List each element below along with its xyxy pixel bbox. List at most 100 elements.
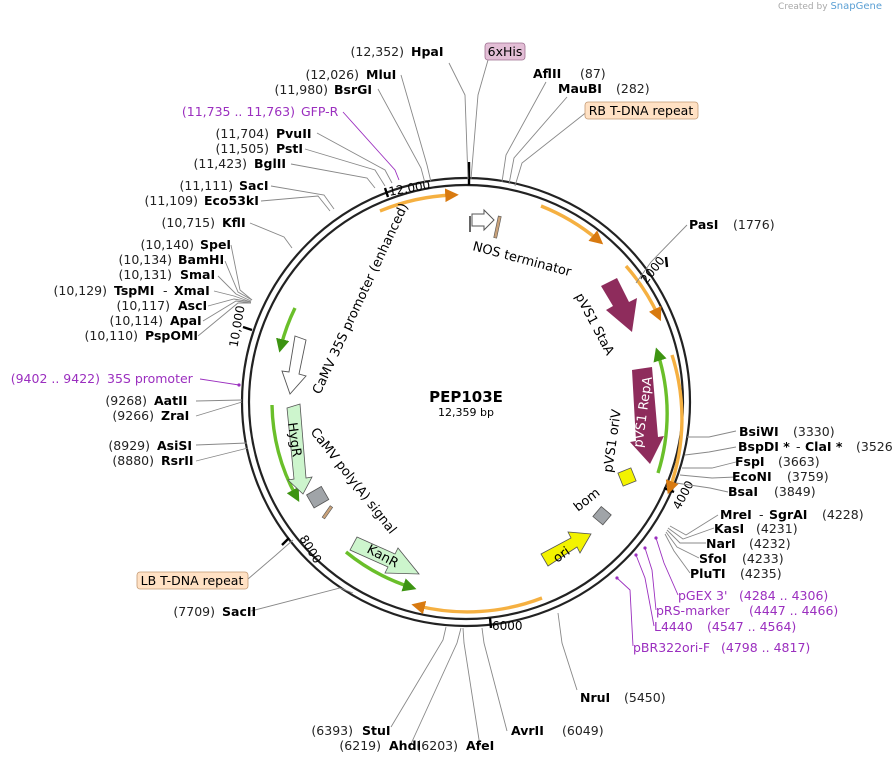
bsai-name: BsaI xyxy=(728,484,758,499)
lb-tdna-box xyxy=(136,571,249,590)
plasmid-size: 12,359 bp xyxy=(438,406,494,419)
nos-marker xyxy=(493,215,502,239)
mlui-name: MluI xyxy=(366,67,396,82)
leader-pgex xyxy=(655,537,679,596)
kanr-arrow xyxy=(349,536,420,575)
leader-nrui xyxy=(557,612,578,691)
leader-asci xyxy=(207,298,252,307)
lb-tdna-label: LB T-DNA repeat xyxy=(141,573,244,588)
bspdi-name: BspDI * xyxy=(738,439,790,454)
6xhis-label: 6xHis xyxy=(488,44,523,59)
leader-mrei xyxy=(669,514,719,536)
orf-arc-bottom-green xyxy=(344,550,417,592)
leader-spei xyxy=(230,244,253,301)
tick-12000 xyxy=(383,187,390,198)
tick-label-2000: 2000 xyxy=(638,254,668,287)
leader-gfpr xyxy=(342,111,400,181)
bsai-pos: (3849) xyxy=(774,484,816,499)
primer-dot-l4440 xyxy=(634,553,638,557)
mrei-sep: - xyxy=(759,507,764,522)
tick-6000 xyxy=(488,617,493,629)
pasi-name: PasI xyxy=(689,217,718,232)
kfli-name: KflI xyxy=(222,215,246,230)
leader-kasi xyxy=(667,527,715,540)
nrui-name: NruI xyxy=(580,690,610,705)
6xhis-box xyxy=(484,42,526,61)
sacii-pos: (7709) xyxy=(173,604,215,619)
bsiwi-name: BsiWI xyxy=(739,424,779,439)
mrei-name: MreI xyxy=(720,507,752,522)
nrui-pos: (5450) xyxy=(624,690,666,705)
stui-name: StuI xyxy=(362,723,391,738)
maubi-pos: (282) xyxy=(616,81,650,96)
asci-name: AscI xyxy=(178,298,207,313)
aflii-name: AflII xyxy=(533,66,561,81)
leader-fspi xyxy=(682,461,737,469)
zrai-name: ZraI xyxy=(161,408,189,423)
bspdi-sep: - xyxy=(796,439,801,454)
pbr322-name: pBR322ori-F xyxy=(633,640,710,655)
orf-arcs xyxy=(270,188,684,615)
avrii-pos: (6049) xyxy=(562,723,604,738)
plasmid-name: PEP103E xyxy=(429,388,503,406)
leader-stui xyxy=(390,626,447,728)
pgex-pos: (4284 .. 4306) xyxy=(739,588,828,603)
hpai-pos: (12,352) xyxy=(351,44,405,59)
ori-arrow xyxy=(540,531,592,567)
avrii-name: AvrII xyxy=(511,723,544,738)
bspdi-pos: (3526) xyxy=(856,439,892,454)
tspmi-pos: (10,129) xyxy=(54,283,108,298)
leader-bsrgi xyxy=(377,88,426,184)
snapgene-credit: Created by SnapGene xyxy=(778,1,882,12)
leader-rb xyxy=(514,110,589,187)
afei-name: AfeI xyxy=(466,738,494,753)
pluti-pos: (4235) xyxy=(740,566,782,581)
maubi-name: MauBI xyxy=(558,81,602,96)
tick-8000 xyxy=(281,537,290,546)
leader-bsai xyxy=(675,482,729,493)
tick-label-8000: 8000 xyxy=(296,533,324,566)
leader-6xhis xyxy=(470,59,489,180)
pasi-pos: (1776) xyxy=(733,217,775,232)
leader-apai xyxy=(202,300,252,322)
leader-lines xyxy=(195,59,737,747)
mrei-pos: (4228) xyxy=(822,507,864,522)
orf-arc-right-a xyxy=(624,264,662,322)
bamhi-pos: (10,134) xyxy=(119,252,173,267)
features xyxy=(281,208,664,575)
leader-bamhi xyxy=(224,260,253,301)
orf-arc-upper-right xyxy=(540,204,604,245)
p35s-primer-pos: (9402 .. 9422) xyxy=(11,371,100,386)
orf-arc-top xyxy=(379,188,459,213)
leader-psti xyxy=(304,148,386,187)
spei-name: SpeI xyxy=(200,237,231,252)
leader-econi xyxy=(679,474,737,479)
orf-arc-left-green xyxy=(270,404,300,502)
camv-35s-promoter-label: CaMV 35S promoter (enhanced) xyxy=(310,201,412,397)
bglii-name: BglII xyxy=(254,156,286,171)
kfli-pos: (10,715) xyxy=(162,215,216,230)
leader-sacii xyxy=(250,587,354,612)
pvs1-staa-arrow xyxy=(601,278,637,332)
orf-arc-upper-left-green xyxy=(276,307,297,353)
leader-l4440 xyxy=(635,554,655,627)
bom-box xyxy=(592,505,612,526)
polya-marker xyxy=(321,505,334,520)
smai-name: SmaI xyxy=(180,267,215,282)
pvs1-repa-arrow xyxy=(630,367,664,464)
orf-arc-bottom xyxy=(411,596,543,615)
tick-10000 xyxy=(242,325,253,332)
eco53ki-name: Eco53kI xyxy=(204,193,259,208)
leader-pluti xyxy=(664,533,691,574)
ahdi-name: AhdI xyxy=(389,738,421,753)
tick-label-6000: 6000 xyxy=(492,619,523,633)
pvs1-oriv-box xyxy=(617,467,637,487)
prs-pos: (4447 .. 4466) xyxy=(749,603,838,618)
clai-name: ClaI * xyxy=(805,439,843,454)
leader-prs xyxy=(644,547,657,611)
leader-pasi xyxy=(635,224,688,284)
leader-bglii xyxy=(290,163,376,189)
hygr-arrow xyxy=(286,403,313,495)
aatii-pos: (9268) xyxy=(105,393,147,408)
